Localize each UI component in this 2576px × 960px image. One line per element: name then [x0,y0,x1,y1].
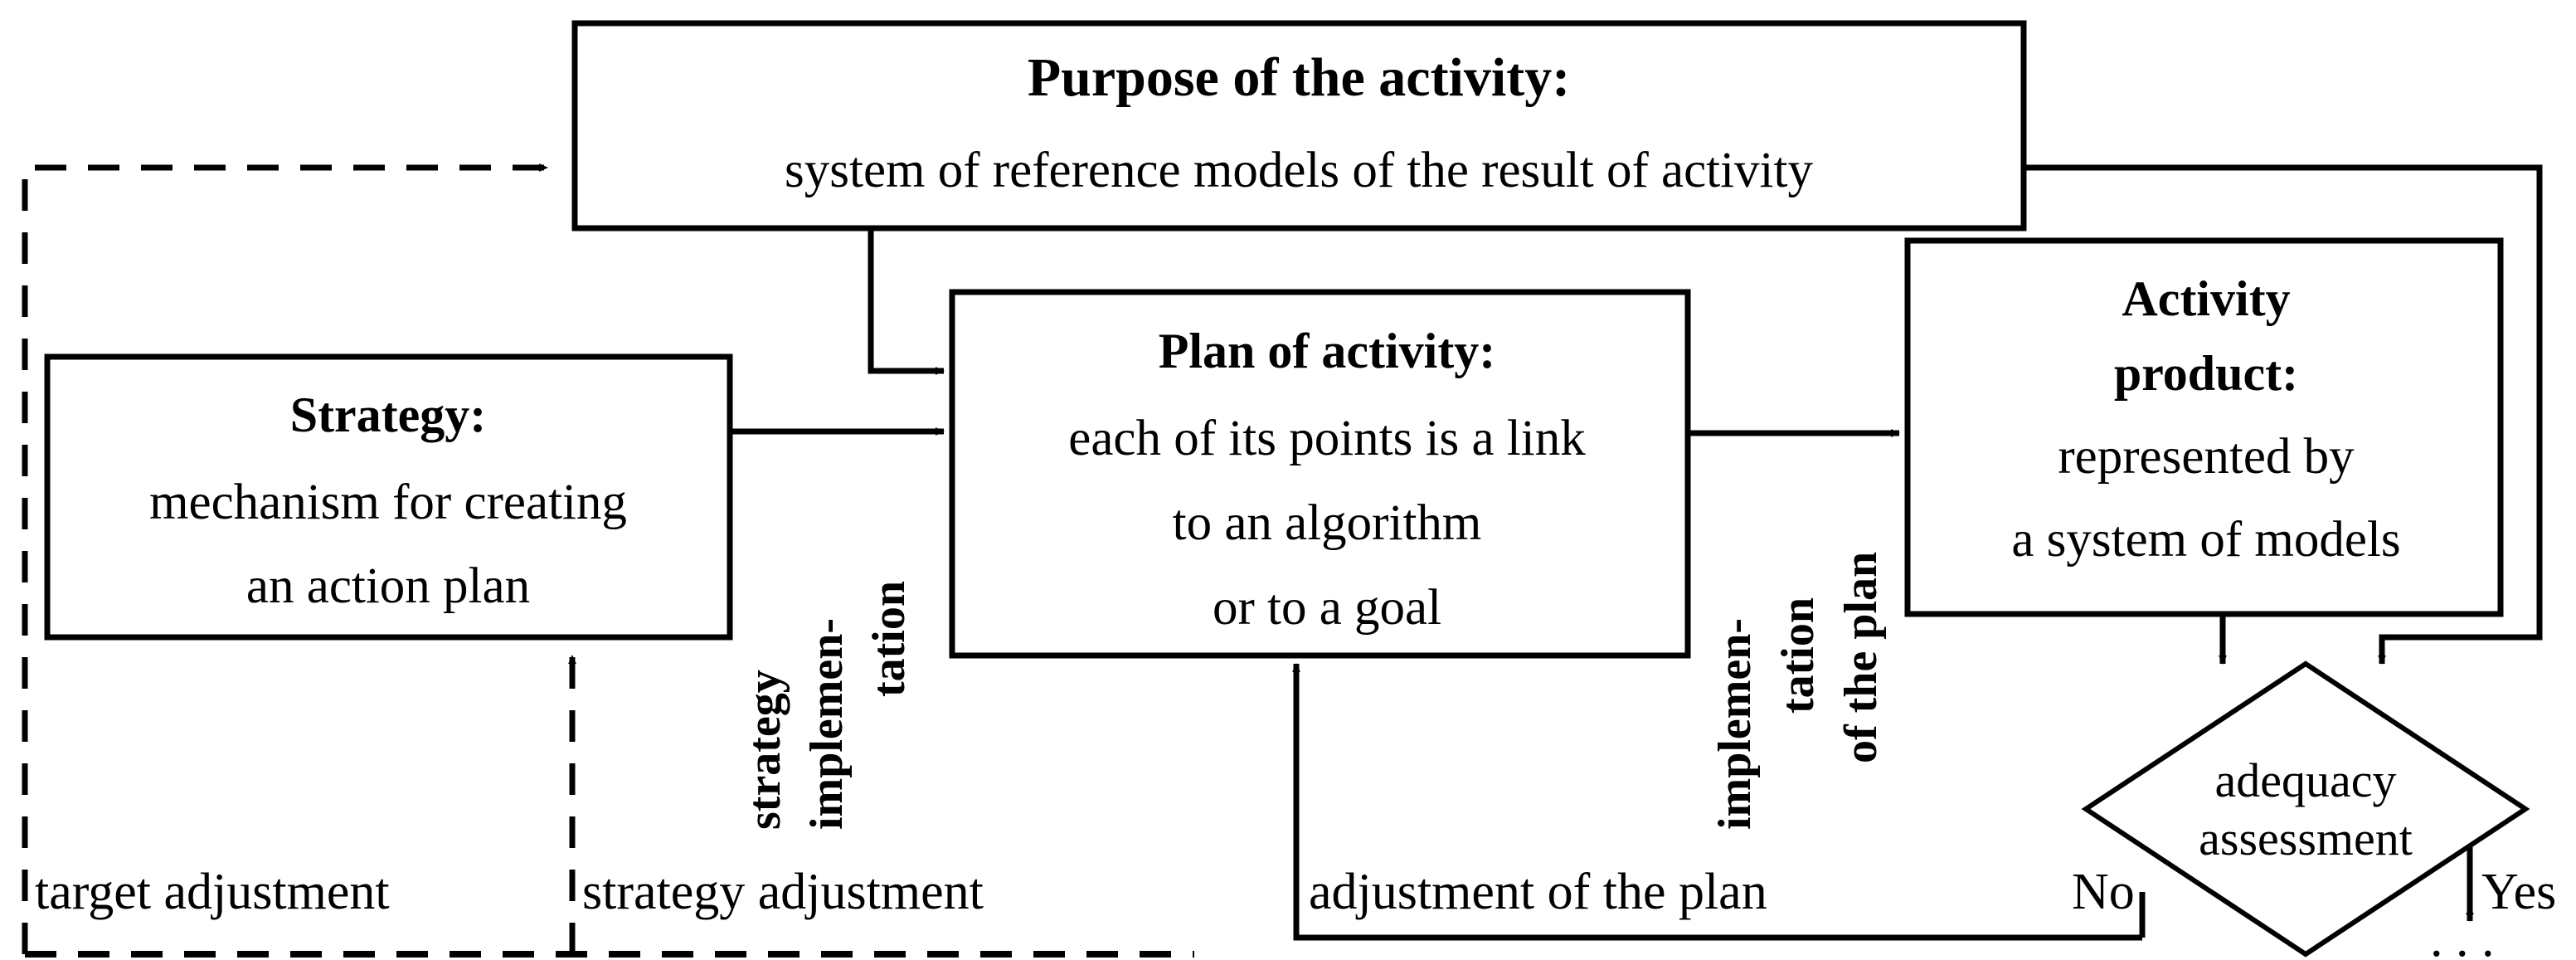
node-plan-box[interactable] [949,289,1691,659]
strategy-heading: Strategy: [290,387,487,442]
decision-line-2: assessment [2199,811,2413,865]
label-strategy-implementation-col-1: strategy [739,670,790,830]
label-plan-adjustment: adjustment of the plan [1309,864,1767,920]
plan-line-3: or to a goal [1213,580,1441,636]
decision-line-1: adequacy [2215,753,2397,807]
purpose-line-1: system of reference models of the result… [785,143,1813,198]
label-strategy-adjustment: strategy adjustment [582,864,984,920]
strategy-line-1: mechanism for creating [149,475,627,530]
product-line-2: a system of models [2011,512,2400,568]
plan-line-1: each of its points is a link [1068,411,1586,466]
label-plan-implementation-col-2: tation [1772,597,1824,714]
plan-line-2: to an algorithm [1173,495,1482,551]
label-target-adjustment: target adjustment [35,864,390,920]
label-continuation-dots: . . . [2430,911,2495,960]
label-branch-yes: Yes [2481,864,2556,920]
label-plan-implementation-col-3: of the plan [1835,552,1887,763]
product-line-1: represented by [2058,429,2355,485]
purpose-heading: Purpose of the activity: [1028,47,1570,108]
node-purpose-box[interactable] [571,20,2027,231]
edge-target-adjustment [22,163,548,954]
label-branch-no: No [2072,864,2135,920]
node-strategy-box[interactable] [44,353,733,641]
label-plan-implementation-col-1: implemen- [1709,618,1761,830]
label-strategy-implementation-col-2: implemen- [801,618,853,830]
edge-purpose-to-plan [868,228,945,375]
edge-purpose-to-decision [2024,164,2543,665]
product-heading-2: product: [2114,346,2298,401]
label-strategy-implementation-col-3: tation [863,581,915,697]
plan-heading: Plan of activity: [1159,324,1496,378]
edge-plan-adjustment [1292,663,2142,941]
product-heading-1: Activity [2122,271,2290,326]
node-decision-diamond[interactable] [2081,660,2530,958]
node-activity-product-box[interactable] [1904,237,2504,617]
strategy-line-2: an action plan [246,558,530,614]
